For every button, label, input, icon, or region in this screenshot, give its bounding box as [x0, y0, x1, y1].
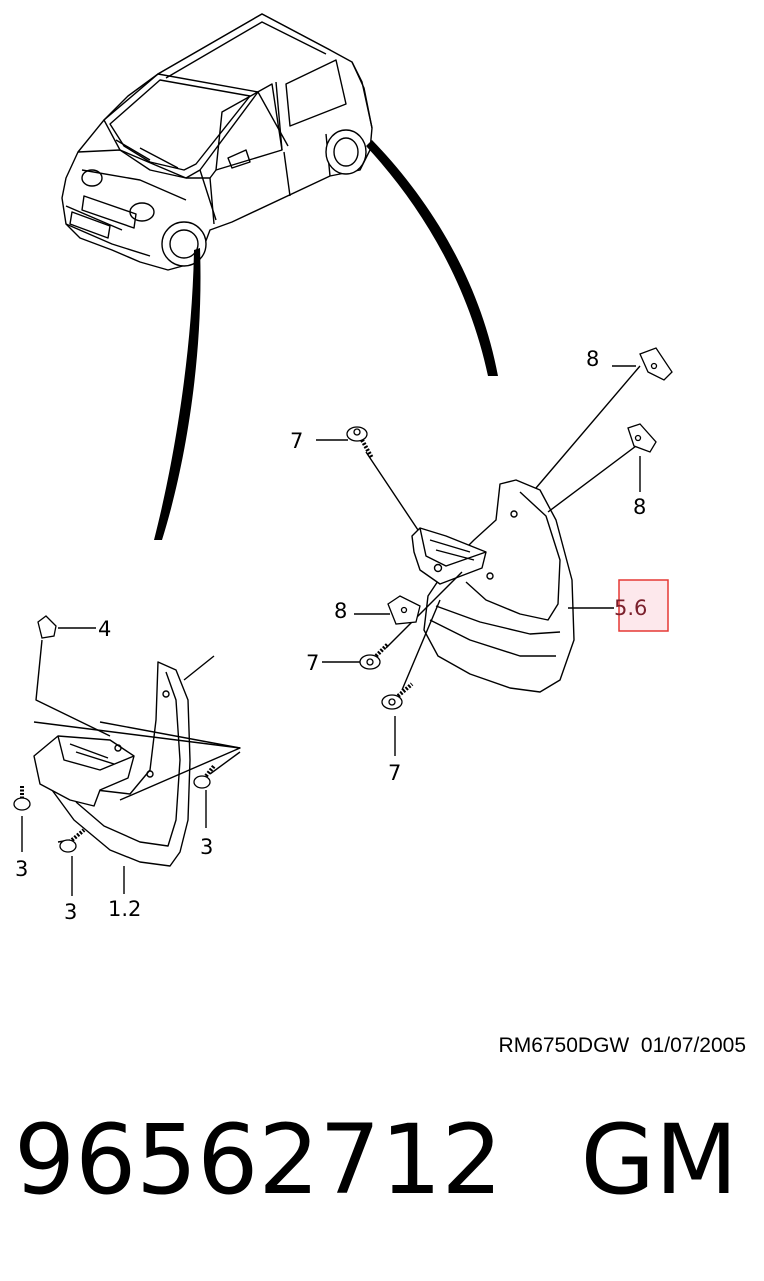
callout-8-mid: 8 — [633, 495, 646, 519]
rear-sweep-line — [366, 140, 498, 376]
screw-7-mid — [359, 642, 390, 670]
drawing-stamp: RM6750DGW 01/07/2005 — [499, 1034, 746, 1057]
screw-3-left — [13, 786, 31, 811]
callout-3-mid: 3 — [64, 900, 77, 924]
callout-7-top: 7 — [290, 429, 303, 453]
screw-7-top — [346, 426, 374, 459]
part-number: 96562712 — [14, 1104, 503, 1216]
callout-8-top: 8 — [586, 347, 599, 371]
callout-3-left: 3 — [15, 857, 28, 881]
front-mudflap-assembly — [21, 627, 241, 896]
screw-3-mid — [59, 828, 86, 853]
screw-3-right — [193, 764, 216, 789]
brand-name: GM — [580, 1104, 738, 1216]
callout-12: 1.2 — [108, 897, 141, 921]
clip-8-mid — [627, 423, 657, 453]
callout-56-highlight — [618, 579, 669, 632]
clip-4 — [37, 615, 57, 639]
car-illustration — [61, 13, 373, 271]
clip-8-top — [639, 347, 673, 381]
callout-7-mid: 7 — [306, 651, 319, 675]
clip-8-bracket — [387, 595, 421, 625]
callout-8-bracket: 8 — [334, 599, 347, 623]
front-sweep-line — [154, 248, 201, 540]
rear-mudflap-assembly — [316, 365, 641, 756]
callout-7-bottom: 7 — [388, 761, 401, 785]
screw-7-bottom — [381, 682, 414, 710]
callout-3-right: 3 — [200, 835, 213, 859]
callout-4: 4 — [98, 617, 111, 641]
callout-56: 5.6 — [614, 596, 647, 620]
